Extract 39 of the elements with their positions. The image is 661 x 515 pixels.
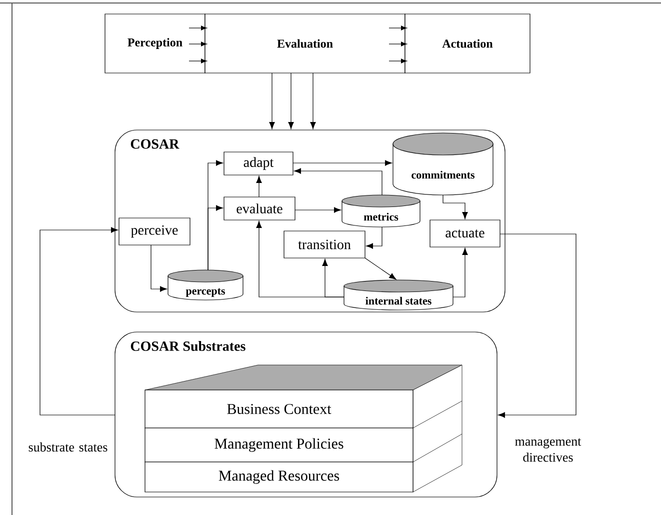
stage-box: Evaluation	[204, 14, 406, 74]
arrow	[388, 26, 407, 30]
arrow	[188, 58, 207, 64]
stage-box: Actuation	[404, 14, 530, 74]
arrow	[256, 220, 344, 298]
arrow	[40, 227, 118, 416]
arrow	[208, 205, 224, 270]
arrow	[388, 42, 407, 46]
arrow	[150, 244, 168, 292]
arrow	[188, 26, 207, 30]
arrow	[294, 207, 342, 213]
arrow	[310, 72, 316, 130]
arrow	[294, 168, 382, 196]
arrow	[452, 248, 468, 298]
arrow	[269, 72, 275, 130]
data-store-cylinder: percepts	[168, 270, 244, 300]
process-box: transition	[284, 230, 366, 258]
data-store-cylinder: metrics	[342, 194, 420, 228]
process-box: actuate	[430, 220, 500, 248]
stage-box: Perception	[104, 14, 206, 74]
arrow	[292, 160, 392, 166]
arrow	[288, 72, 294, 130]
process-box: perceive	[118, 218, 190, 246]
arrow	[188, 42, 207, 46]
arrow	[442, 194, 468, 220]
edge-label: management directives	[515, 438, 582, 462]
arrow	[388, 58, 407, 64]
edge-label: substrate states	[28, 442, 108, 452]
arrow	[256, 176, 262, 198]
arrow	[364, 258, 396, 280]
process-box: evaluate	[224, 196, 296, 220]
data-store-cylinder: internal states	[344, 280, 454, 310]
layer-box: Business Context	[144, 390, 414, 428]
layer-box: Managed Resources	[144, 462, 414, 492]
process-box: adapt	[224, 152, 294, 176]
arrow	[498, 234, 576, 418]
data-store-cylinder: commitments	[392, 132, 494, 196]
arrow	[366, 226, 382, 249]
layer-box: Management Policies	[144, 428, 414, 462]
